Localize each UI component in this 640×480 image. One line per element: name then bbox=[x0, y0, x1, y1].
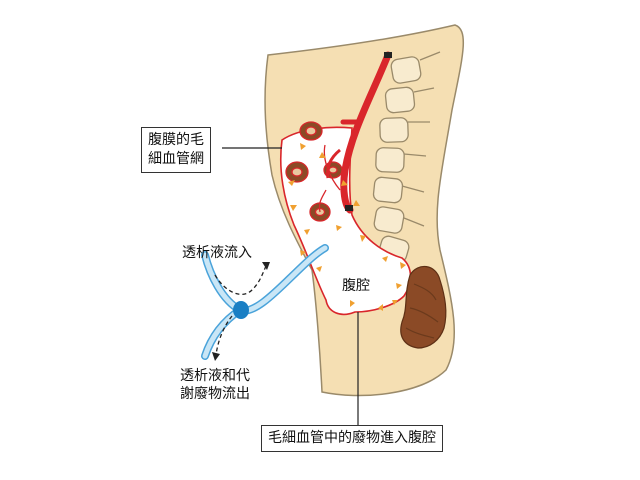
diffusion-arrows bbox=[288, 143, 406, 311]
outflow-label-line1: 透析液和代 bbox=[180, 368, 250, 384]
aorta bbox=[326, 51, 392, 214]
colon bbox=[400, 266, 447, 349]
flow-arrows bbox=[214, 265, 267, 356]
outflow-label-line2: 謝廢物流出 bbox=[180, 386, 250, 402]
waste-caption-label: 毛細血管中的廢物進入腹腔 bbox=[261, 425, 443, 452]
inflow-label: 透析液流入 bbox=[182, 245, 252, 261]
inflow-arrowhead bbox=[262, 262, 270, 270]
outflow-arrowhead bbox=[212, 352, 220, 361]
spine bbox=[372, 51, 441, 263]
catheter bbox=[201, 244, 329, 360]
outflow-label: 透析液和代 謝廢物流出 bbox=[180, 367, 250, 403]
cavity-label: 腹腔 bbox=[342, 278, 370, 294]
capillary-label-line1: 腹膜的毛 bbox=[148, 132, 204, 148]
catheter-cuff bbox=[233, 301, 249, 319]
capillary-network-label: 腹膜的毛 細血管網 bbox=[141, 127, 211, 173]
leader-lines bbox=[222, 147, 359, 430]
capillary-label-line2: 細血管網 bbox=[148, 151, 204, 167]
